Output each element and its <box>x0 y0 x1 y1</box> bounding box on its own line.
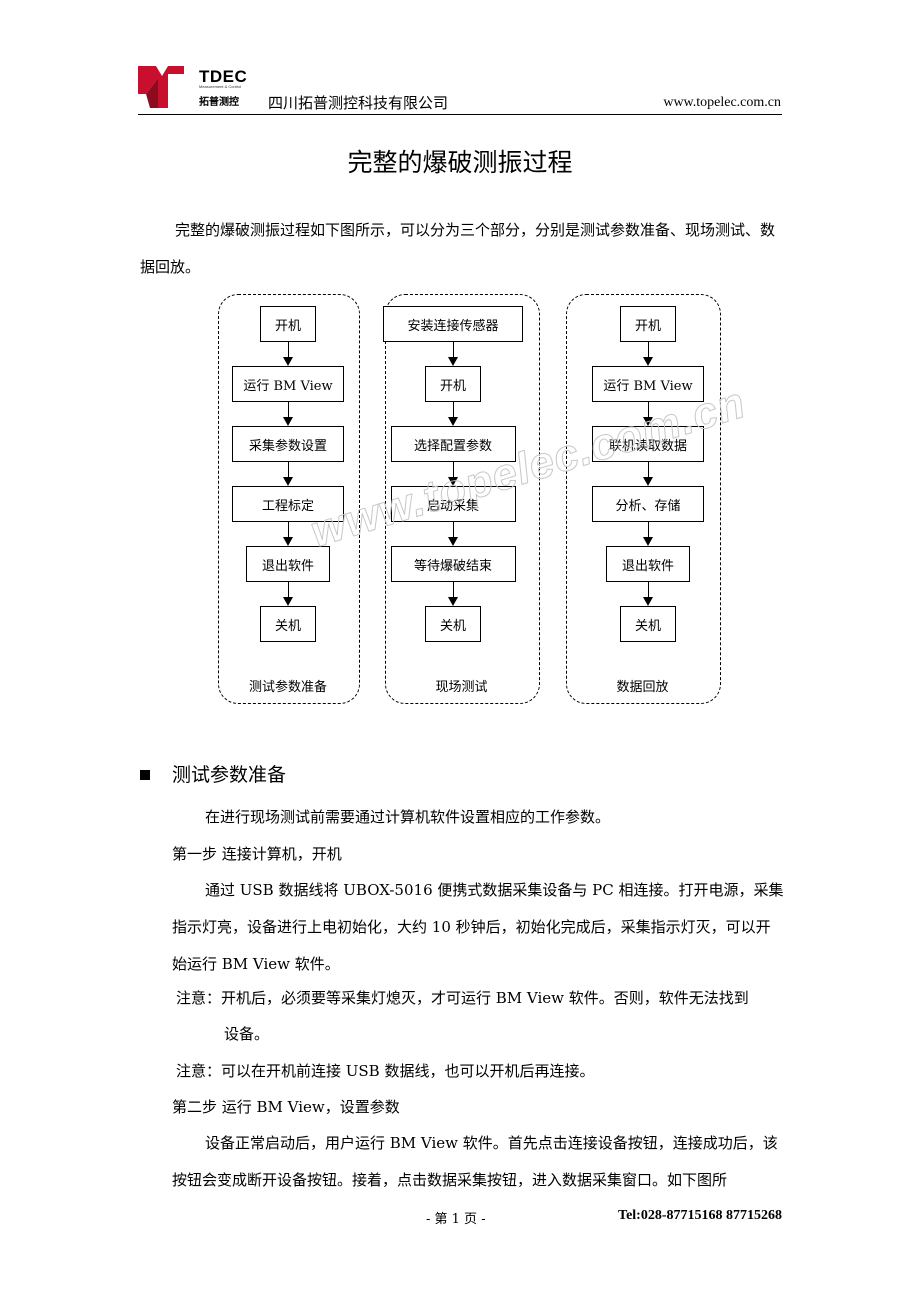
step2-body: 设备正常启动后，用户运行 BM View 软件。首先点击连接设备按钮，连接成功后… <box>172 1134 778 1189</box>
flow-step: 退出软件 <box>246 546 330 582</box>
page-title: 完整的爆破测振过程 <box>347 148 573 177</box>
column-label: 数据回放 <box>616 680 669 695</box>
flow-step: 退出软件 <box>606 546 690 582</box>
note1-line1: 注意：开机后，必须要等采集灯熄灭，才可运行 BM View 软件。否则，软件无法… <box>176 989 749 1007</box>
flow-step: 开机 <box>620 306 676 342</box>
flow-step: 安装连接传感器 <box>383 306 523 342</box>
logo-subtitle: Measurement & Control <box>199 84 242 89</box>
note1-line2: 设备。 <box>224 1025 270 1043</box>
header-divider <box>138 114 782 115</box>
intro-paragraph: 完整的爆破测振过程如下图所示，可以分为三个部分，分别是测试参数准备、现场测试、数… <box>140 221 776 276</box>
flow-step: 运行 BM View <box>232 366 344 402</box>
flow-step: 启动采集 <box>390 486 516 522</box>
website-url: www.topelec.com.cn <box>663 95 781 110</box>
flow-step: 采集参数设置 <box>232 426 344 462</box>
diagram-column-2 <box>385 294 540 704</box>
flow-step: 关机 <box>620 606 676 642</box>
diagram-column-3 <box>566 294 721 704</box>
flow-step: 选择配置参数 <box>390 426 516 462</box>
logo-text: TDEC <box>199 67 248 86</box>
flow-step: 工程标定 <box>232 486 344 522</box>
flow-step: 分析、存储 <box>592 486 704 522</box>
flow-step: 关机 <box>425 606 481 642</box>
flow-step: 等待爆破结束 <box>390 546 516 582</box>
flow-step: 开机 <box>260 306 316 342</box>
step1-body: 通过 USB 数据线将 UBOX-5016 便携式数据采集设备与 PC 相连接。… <box>172 881 784 973</box>
flow-step: 运行 BM View <box>592 366 704 402</box>
logo-chinese: 拓普测控 <box>199 97 239 108</box>
note2: 注意：可以在开机前连接 USB 数据线，也可以开机后再连接。 <box>176 1062 595 1080</box>
company-logo-icon <box>138 64 184 108</box>
column-label: 测试参数准备 <box>248 680 327 695</box>
diagram-column-1 <box>218 294 360 704</box>
step2-title: 第二步 运行 BM View，设置参数 <box>172 1098 400 1116</box>
page-number: - 第 1 页 - <box>426 1212 486 1227</box>
step1-title: 第一步 连接计算机，开机 <box>172 845 342 863</box>
flow-step: 联机读取数据 <box>592 426 704 462</box>
flow-step: 开机 <box>425 366 481 402</box>
column-label: 现场测试 <box>435 680 488 695</box>
section-paragraph: 在进行现场测试前需要通过计算机软件设置相应的工作参数。 <box>205 808 611 826</box>
company-name: 四川拓普测控科技有限公司 <box>268 94 449 112</box>
bullet-icon <box>140 770 150 780</box>
flow-step: 关机 <box>260 606 316 642</box>
phone-numbers: Tel:028-87715168 87715268 <box>618 1208 782 1223</box>
section-title: 测试参数准备 <box>172 764 287 786</box>
